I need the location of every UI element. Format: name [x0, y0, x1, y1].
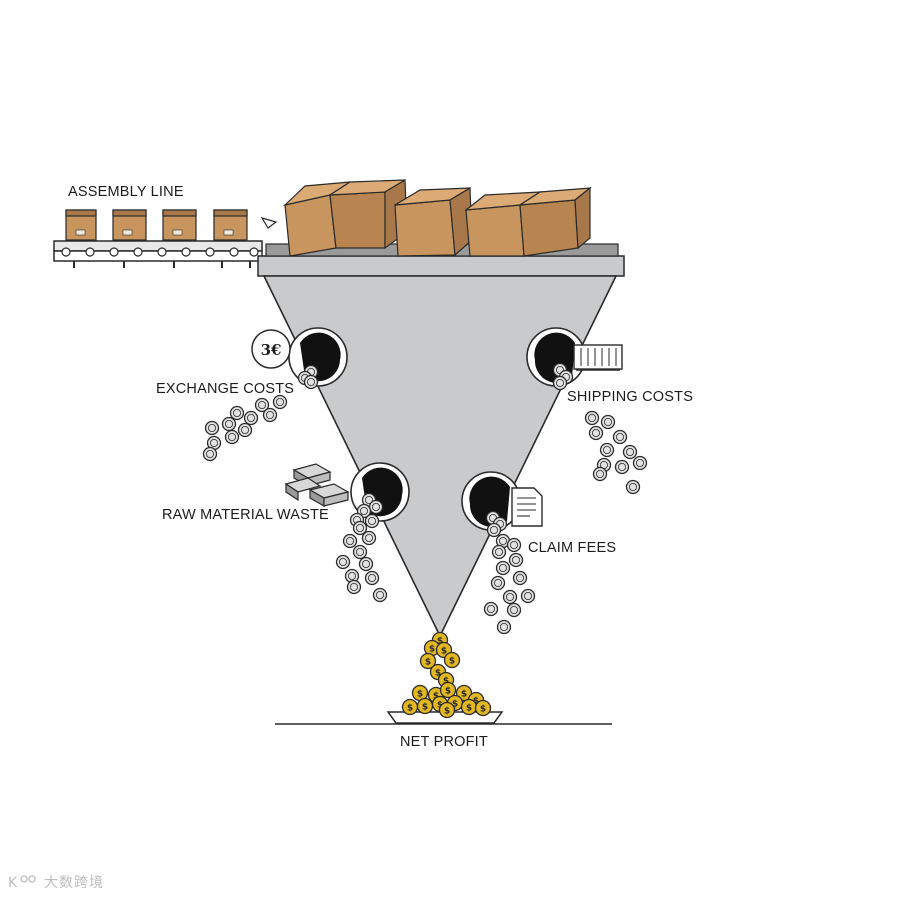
box-pile	[283, 178, 592, 257]
coin-stream-exchange	[202, 364, 319, 462]
leak-hole-exchange	[288, 327, 348, 387]
watermark-logo-icon: K	[8, 875, 36, 891]
gold-coin-pile	[401, 681, 492, 719]
coin-stream-raw-material	[335, 492, 388, 603]
conveyor-belt	[53, 240, 263, 268]
conveyor-boxes	[65, 209, 248, 241]
conveyor-box-icon	[162, 209, 197, 241]
currency-exchange-icon: 3€	[251, 329, 291, 369]
assembly-line-label: ASSEMBLY LINE	[68, 184, 184, 200]
conveyor-box-icon	[213, 209, 248, 241]
box-icon	[464, 191, 543, 257]
watermark-text: 大数跨境	[44, 875, 104, 891]
claim-fees-label: CLAIM FEES	[528, 540, 617, 556]
shipping-costs-label: SHIPPING COSTS	[567, 389, 694, 405]
box-icon	[394, 186, 473, 257]
svg-text:K: K	[8, 875, 18, 891]
net-profit-label: NET PROFIT	[400, 734, 488, 750]
coin-stream-claim	[483, 510, 536, 635]
shipping-container-icon	[573, 344, 623, 371]
exchange-costs-label: EXCHANGE COSTS	[156, 381, 295, 397]
watermark: K 大数跨境	[8, 872, 104, 892]
leak-hole-claim	[461, 471, 521, 531]
conveyor-box-icon	[65, 209, 97, 241]
arrow-icon	[260, 217, 278, 229]
box-icon	[519, 186, 592, 257]
raw-material-waste-label: RAW MATERIAL WASTE	[162, 507, 329, 523]
coin-stream-shipping	[552, 362, 648, 495]
conveyor-box-icon	[112, 209, 147, 241]
funnel	[257, 243, 625, 638]
material-blocks-icon	[284, 463, 350, 508]
claim-document-icon	[511, 487, 543, 527]
gold-coin-stream	[419, 631, 461, 689]
svg-text:3€: 3€	[261, 341, 282, 359]
